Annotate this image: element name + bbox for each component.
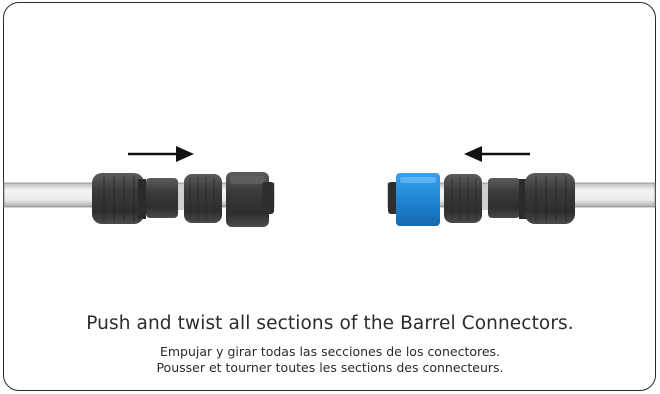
instruction-french: Pousser et tourner toutes les sections d… — [156, 360, 504, 375]
instruction-spanish: Empujar y girar todas las secciones de l… — [159, 344, 501, 359]
blue-lock-ring — [396, 173, 440, 226]
left-nut — [226, 172, 269, 227]
instruction-english: Push and twist all sections of the Barre… — [86, 313, 574, 334]
right-ring — [488, 178, 520, 218]
right-connector-assembly — [388, 173, 575, 226]
right-end-cap — [525, 173, 575, 224]
left-connector-assembly — [92, 172, 274, 227]
left-ribbed-body — [184, 174, 222, 223]
arrow-right-icon — [128, 146, 194, 162]
right-ribbed-body — [444, 174, 482, 223]
left-end-cap — [92, 173, 144, 224]
left-ring — [146, 178, 178, 218]
arrow-left-icon — [464, 146, 530, 162]
